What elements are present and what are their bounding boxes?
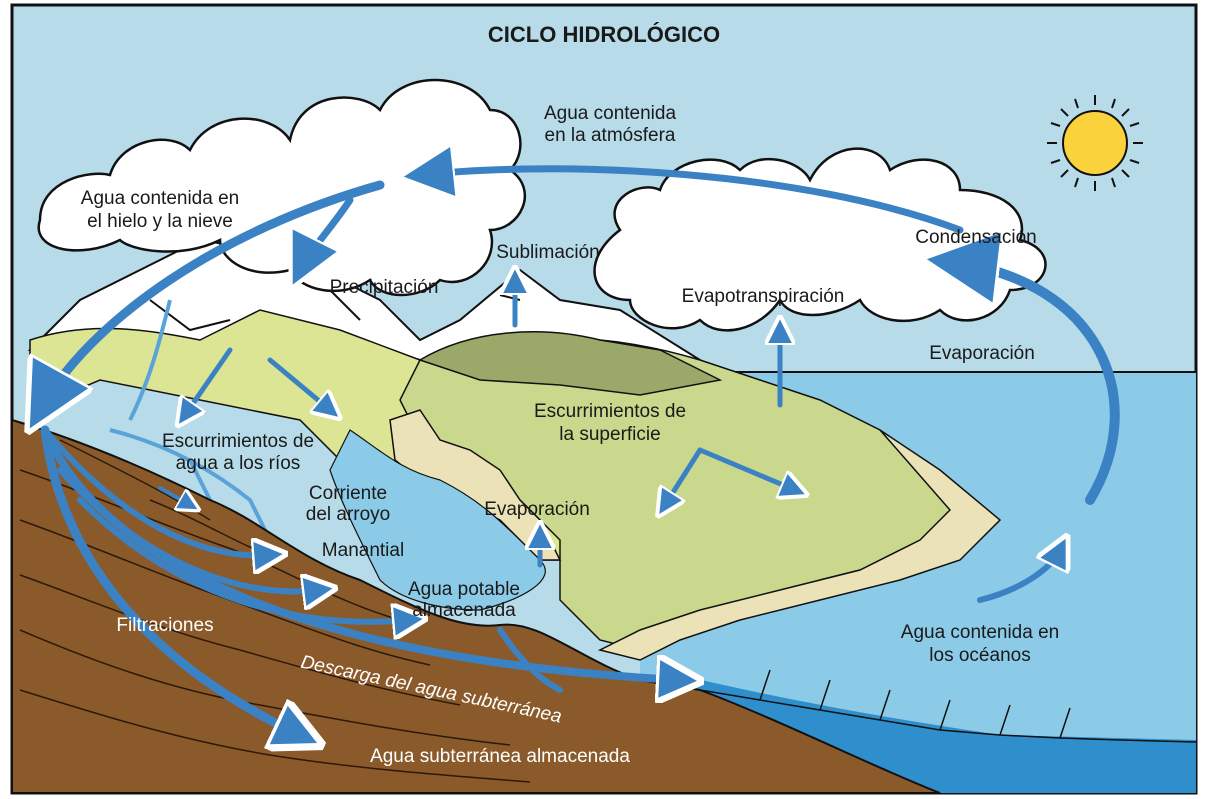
label-evapotranspiration: Evapotranspiración: [682, 286, 845, 307]
label-surface-runoff-2: la superficie: [559, 424, 660, 445]
label-river-runoff-1: Escurrimientos de: [162, 431, 314, 452]
label-atmosphere-2: en la atmósfera: [545, 125, 676, 146]
label-freshwater-2: almacenada: [412, 600, 516, 621]
label-ocean-2: los océanos: [929, 645, 1030, 666]
label-surface-runoff-1: Escurrimientos de: [534, 401, 686, 422]
label-ice-2: el hielo y la nieve: [87, 211, 233, 232]
label-ice-1: Agua contenida en: [81, 188, 239, 209]
label-freshwater-1: Agua potable: [408, 579, 520, 600]
label-evaporation-sea: Evaporación: [929, 343, 1035, 364]
label-evaporation-lake: Evaporación: [484, 499, 590, 520]
label-atmosphere-1: Agua contenida: [544, 103, 676, 124]
label-river-runoff-2: agua a los ríos: [176, 453, 301, 474]
label-ocean-1: Agua contenida en: [901, 622, 1059, 643]
label-groundwater-storage: Agua subterránea almacenada: [370, 746, 630, 767]
label-sublimation: Sublimación: [496, 242, 600, 263]
label-condensation: Condensación: [915, 227, 1036, 248]
label-stream-1: Corriente: [309, 483, 387, 504]
label-infiltration: Filtraciones: [116, 615, 213, 636]
label-stream-2: del arroyo: [306, 504, 391, 525]
diagram-title: CICLO HIDROLÓGICO: [488, 22, 720, 47]
label-precipitation: Precipitación: [330, 277, 439, 298]
label-spring: Manantial: [322, 540, 404, 561]
